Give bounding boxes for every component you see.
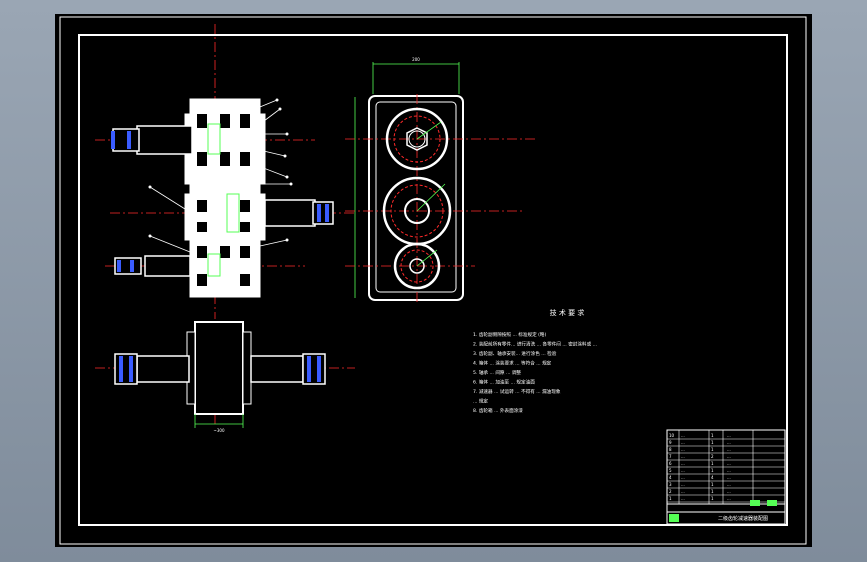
parts-cell-qty: 1 <box>711 482 714 487</box>
parts-cell-name: ... <box>681 447 685 452</box>
parts-cell-material: ... <box>727 440 731 445</box>
tech-req-line: 3. 齿轮副、轴承安装... 进行涂色 ... 检验 <box>473 350 557 357</box>
parts-cell-material: ... <box>727 433 731 438</box>
parts-cell-material: ... <box>727 447 731 452</box>
parts-cell-qty: 1 <box>711 496 714 501</box>
tech-req-line: 1. 齿轮副侧隙按照 ... 标准规定 (略) <box>473 331 547 338</box>
parts-cell-material: ... <box>727 482 731 487</box>
parts-cell-no: 4 <box>669 475 672 480</box>
parts-cell-qty: 1 <box>711 447 714 452</box>
parts-cell-qty: 2 <box>711 454 714 459</box>
parts-cell-no: 7 <box>669 454 672 459</box>
top-view-dimension: 200 <box>412 57 420 62</box>
parts-cell-material: ... <box>727 496 731 501</box>
parts-cell-qty: 1 <box>711 461 714 466</box>
front-view <box>95 24 355 319</box>
parts-cell-qty: 1 <box>711 440 714 445</box>
tech-req-line: 2. 装配前所有零件... 进行清洗 ... 各零件间 ... 密封涂料或 ..… <box>473 341 597 348</box>
inner-border <box>78 34 788 526</box>
side-view-dimension: ~300 <box>214 428 225 433</box>
tech-req-line: ... 规定 <box>473 398 488 405</box>
tech-req-line: 8. 齿轮箱 ... 外表面涂漆 <box>473 407 523 414</box>
parts-cell-name: ... <box>681 475 685 480</box>
top-view: 200 <box>345 57 535 302</box>
cad-drawing: 200 <box>59 16 807 545</box>
cad-viewport[interactable]: 200 <box>55 14 812 547</box>
parts-cell-name: ... <box>681 496 685 501</box>
parts-cell-material: ... <box>727 461 731 466</box>
parts-cell-name: ... <box>681 433 685 438</box>
side-view: ~300 <box>95 321 355 433</box>
parts-cell-material: ... <box>727 489 731 494</box>
parts-cell-no: 10 <box>669 433 675 438</box>
parts-cell-name: ... <box>681 454 685 459</box>
parts-cell-qty: 4 <box>711 475 714 480</box>
parts-cell-name: ... <box>681 489 685 494</box>
parts-cell-qty: 1 <box>711 489 714 494</box>
parts-cell-no: 2 <box>669 489 672 494</box>
parts-cell-material: ... <box>727 468 731 473</box>
parts-cell-no: 8 <box>669 447 672 452</box>
drawing-title: 二级齿轮减速器装配图 <box>718 515 768 522</box>
tech-req-line: 5. 轴承 ... 间隙 ... 调整 <box>473 369 521 376</box>
parts-cell-qty: 1 <box>711 433 714 438</box>
parts-cell-no: 3 <box>669 482 672 487</box>
parts-cell-name: ... <box>681 482 685 487</box>
parts-cell-name: ... <box>681 440 685 445</box>
parts-cell-no: 6 <box>669 461 672 466</box>
parts-cell-no: 9 <box>669 440 672 445</box>
tech-req-line: 7. 减速器 ... 试运转 ... 不得有 ... 漏油现象 <box>473 388 561 395</box>
parts-cell-name: ... <box>681 461 685 466</box>
parts-cell-no: 5 <box>669 468 672 473</box>
tech-req-title: 技 术 要 求 <box>550 308 585 317</box>
parts-cell-material: ... <box>727 454 731 459</box>
parts-cell-no: 1 <box>669 496 672 501</box>
parts-cell-name: ... <box>681 468 685 473</box>
tech-req-line: 4. 箱体 ... 涂装要求 ... 等符合 ... 规定 <box>473 360 552 367</box>
technical-requirements: 技 术 要 求 1. 齿轮副侧隙按照 ... 标准规定 (略) 2. 装配前所有零… <box>473 308 597 414</box>
tech-req-line: 6. 箱体 ... 加油至 ... 规定油面 <box>473 379 535 386</box>
parts-cell-material: ... <box>727 475 731 480</box>
parts-cell-qty: 1 <box>711 468 714 473</box>
outer-border <box>59 16 807 545</box>
title-block: 10... 1... 9... 1... 8... 1... 7... 2... 6... 1..… <box>666 429 786 525</box>
